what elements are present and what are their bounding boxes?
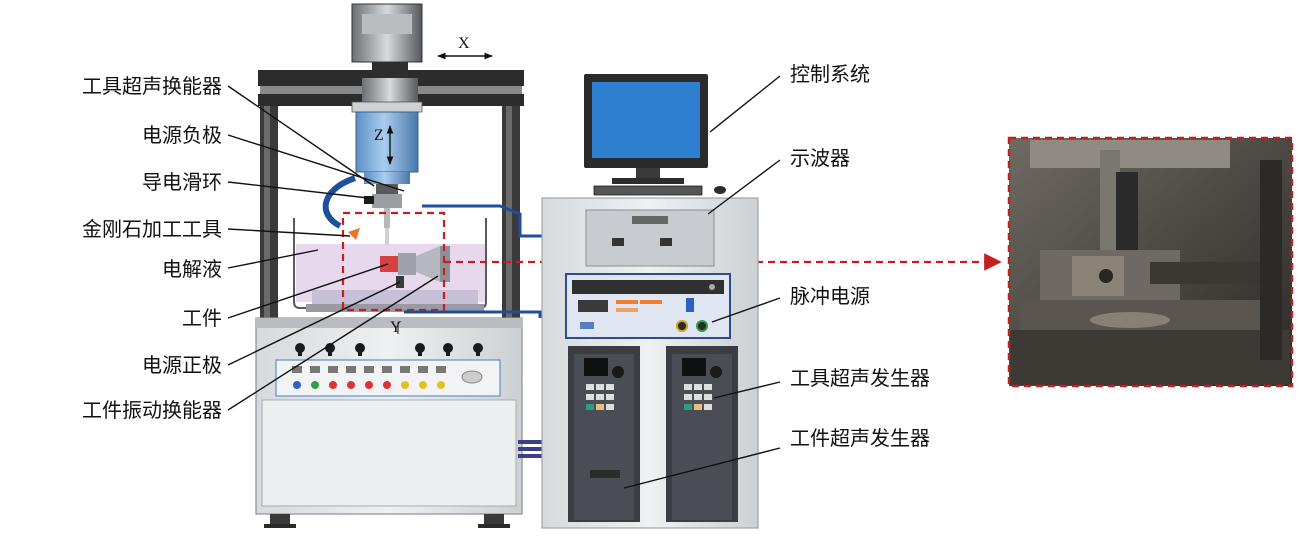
z-axis-label: Z — [374, 127, 384, 144]
label-workpiece-vibration-transducer: 工件振动换能器 — [82, 398, 222, 422]
y-axis-label: Y — [390, 319, 402, 336]
machine-base — [255, 317, 523, 528]
electrolyte-tank — [293, 218, 487, 312]
x-axis-indicator: X — [437, 35, 493, 60]
label-workpiece: 工件 — [182, 306, 222, 330]
label-tool-ultrasonic-transducer: 工具超声换能器 — [82, 74, 222, 98]
label-electrolyte: 电解液 — [162, 257, 222, 281]
z-axis-indicator: Z — [374, 125, 394, 165]
left-labels: 工具超声换能器 电源负极 导电滑环 金刚石加工工具 电解液 工件 电源正极 工件… — [82, 74, 222, 422]
right-labels: 控制系统 示波器 脉冲电源 工具超声发生器 工件超声发生器 — [790, 62, 930, 450]
workpiece-ultrasonic-generator — [568, 346, 640, 522]
control-knobs — [295, 343, 483, 356]
indicator-lights — [292, 366, 483, 389]
x-axis-label: X — [458, 35, 470, 52]
inset-photo — [1007, 136, 1294, 388]
y-axis-indicator: Y — [390, 319, 402, 336]
label-control-system: 控制系统 — [790, 62, 870, 86]
label-power-negative: 电源负极 — [142, 123, 222, 147]
pulse-power-supply — [565, 273, 731, 339]
leader-lines — [227, 75, 781, 489]
label-workpiece-ultrasonic-generator: 工件超声发生器 — [790, 426, 930, 450]
label-pulse-power: 脉冲电源 — [790, 284, 870, 308]
label-oscilloscope: 示波器 — [790, 146, 850, 170]
label-tool-ultrasonic-generator: 工具超声发生器 — [790, 366, 930, 390]
tool-ultrasonic-transducer — [351, 3, 423, 246]
power-wires — [404, 204, 544, 458]
oscilloscope — [585, 209, 715, 267]
label-diamond-tool: 金刚石加工工具 — [82, 217, 222, 241]
diamond-tool-tip — [348, 228, 360, 240]
conductive-slip-ring — [322, 175, 374, 229]
tool-ultrasonic-generator — [666, 346, 738, 522]
control-system-computer — [584, 74, 726, 196]
label-conductive-slip-ring: 导电滑环 — [142, 170, 222, 194]
label-power-positive: 电源正极 — [142, 353, 222, 377]
